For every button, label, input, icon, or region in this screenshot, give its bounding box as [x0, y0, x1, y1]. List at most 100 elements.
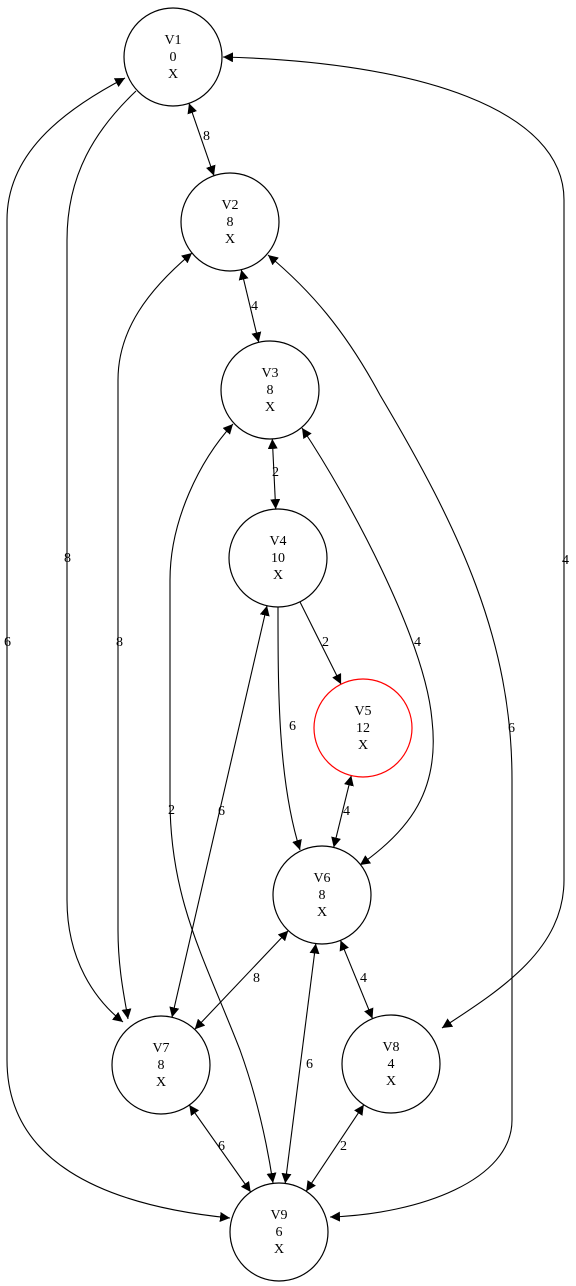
edge-v6-v8: 4 — [339, 940, 374, 1019]
edge-weight-v4-v5: 2 — [322, 635, 329, 650]
edge-weight-v1-v8: 4 — [562, 553, 569, 568]
edge-v2-v9: 6 — [267, 254, 515, 1222]
edge-v4-v7: 6 — [169, 605, 270, 1018]
edge-weight-v6-v9: 6 — [306, 1057, 313, 1072]
edge-line-v2-v7 — [117, 252, 193, 1020]
edge-v8-v9: 2 — [305, 1104, 365, 1192]
edge-line-v3-v6 — [301, 427, 434, 866]
node-v1: V1 0X — [123, 7, 223, 107]
edge-line-v1-v9 — [6, 77, 231, 1222]
edge-line-v7-v9 — [188, 1104, 252, 1193]
edge-line-v2-v9 — [267, 254, 513, 1222]
node-v7-line-2: X — [156, 1075, 166, 1090]
node-v3-line-2: X — [265, 400, 275, 415]
edge-weight-v8-v9: 2 — [340, 1139, 347, 1154]
edge-weight-v2-v3: 4 — [251, 299, 258, 314]
node-v8-line-1: 4 — [388, 1057, 395, 1072]
edge-line-v6-v8 — [339, 940, 374, 1019]
node-v5: V5 12X — [313, 678, 413, 778]
node-v4: V4 10X — [228, 508, 328, 608]
node-v2-line-2: X — [225, 232, 235, 247]
edge-weight-v3-v9: 2 — [168, 803, 175, 818]
edge-line-v8-v9 — [305, 1104, 365, 1192]
node-circle-v7 — [111, 1015, 211, 1115]
edge-line-v2-v3 — [238, 269, 262, 343]
edge-line-v6-v9 — [281, 943, 320, 1184]
node-v9: V9 6X — [229, 1182, 329, 1282]
node-v4-line-0: V4 — [269, 534, 286, 549]
node-v7: V7 8X — [111, 1015, 211, 1115]
node-v7-line-1: 8 — [158, 1058, 165, 1073]
node-v5-line-0: V5 — [354, 704, 371, 719]
node-v6: V6 8X — [272, 845, 372, 945]
edge-v1-v2: 8 — [187, 103, 216, 176]
node-v9-line-2: X — [274, 1242, 284, 1257]
edge-line-v4-v6 — [277, 606, 302, 851]
node-circle-v3 — [220, 340, 320, 440]
node-v4-line-2: X — [273, 568, 283, 583]
edge-weight-v7-v9: 6 — [218, 1139, 225, 1154]
edge-v6-v9: 6 — [281, 943, 320, 1184]
node-v2: V2 8X — [180, 172, 280, 272]
edges-layer: 8 8 6 4 4 8 6 2 4 2 2 6 6 4 8 4 6 6 2 — [4, 52, 569, 1222]
edge-line-v6-v7 — [194, 930, 289, 1030]
edge-v5-v6: 4 — [331, 775, 354, 848]
node-v2-line-0: V2 — [221, 198, 238, 213]
edge-v1-v8: 4 — [222, 52, 569, 1029]
node-v8-line-2: X — [386, 1074, 396, 1089]
edge-weight-v4-v6: 6 — [289, 719, 296, 734]
edge-v1-v9: 6 — [4, 77, 231, 1222]
node-v3-line-1: 8 — [267, 383, 274, 398]
node-v8: V8 4X — [341, 1014, 441, 1114]
edge-line-v4-v7 — [169, 605, 270, 1018]
edge-weight-v6-v8: 4 — [360, 971, 367, 986]
edge-weight-v1-v7: 8 — [64, 551, 71, 566]
node-v6-line-0: V6 — [313, 871, 330, 886]
node-circle-v8 — [341, 1014, 441, 1114]
edge-line-v5-v6 — [331, 775, 354, 848]
node-v5-line-1: 12 — [356, 721, 370, 736]
edge-line-v1-v8 — [222, 52, 565, 1029]
edge-weight-v2-v7: 8 — [116, 635, 123, 650]
node-circle-v6 — [272, 845, 372, 945]
edge-v7-v9: 6 — [188, 1104, 252, 1193]
edge-weight-v3-v4: 2 — [272, 465, 279, 480]
node-v3-line-0: V3 — [261, 366, 278, 381]
edge-v3-v6: 4 — [301, 427, 434, 866]
edge-v4-v5: 2 — [299, 601, 342, 685]
node-circle-v9 — [229, 1182, 329, 1282]
node-v8-line-0: V8 — [382, 1040, 399, 1055]
edge-weight-v4-v7: 6 — [218, 804, 225, 819]
edge-weight-v1-v9: 6 — [4, 635, 11, 650]
edge-v2-v7: 8 — [116, 252, 193, 1020]
edge-v3-v4: 2 — [267, 438, 281, 510]
node-v1-line-2: X — [168, 67, 178, 82]
node-v9-line-1: 6 — [276, 1225, 283, 1240]
node-v6-line-2: X — [317, 905, 327, 920]
node-v1-line-1: 0 — [170, 50, 177, 65]
edge-weight-v6-v7: 8 — [253, 971, 260, 986]
edge-v1-v7: 8 — [64, 90, 137, 1023]
node-circle-v4 — [228, 508, 328, 608]
edge-v2-v3: 4 — [238, 269, 262, 343]
edge-weight-v1-v2: 8 — [203, 129, 210, 144]
node-v4-line-1: 10 — [271, 551, 285, 566]
edge-line-v1-v7 — [66, 90, 137, 1023]
node-v1-line-0: V1 — [164, 33, 181, 48]
edge-line-v1-v2 — [187, 103, 216, 176]
edge-weight-v2-v9: 6 — [508, 721, 515, 736]
node-v6-line-1: 8 — [319, 888, 326, 903]
edge-v4-v6: 6 — [277, 606, 302, 851]
edge-v6-v7: 8 — [194, 930, 289, 1030]
node-circle-v5 — [313, 678, 413, 778]
node-v3: V3 8X — [220, 340, 320, 440]
node-v5-line-2: X — [358, 738, 368, 753]
node-v2-line-1: 8 — [227, 215, 234, 230]
node-v9-line-0: V9 — [270, 1208, 287, 1223]
edge-line-v4-v5 — [299, 601, 342, 685]
node-v7-line-0: V7 — [152, 1041, 169, 1056]
node-circle-v2 — [180, 172, 280, 272]
node-circle-v1 — [123, 7, 223, 107]
